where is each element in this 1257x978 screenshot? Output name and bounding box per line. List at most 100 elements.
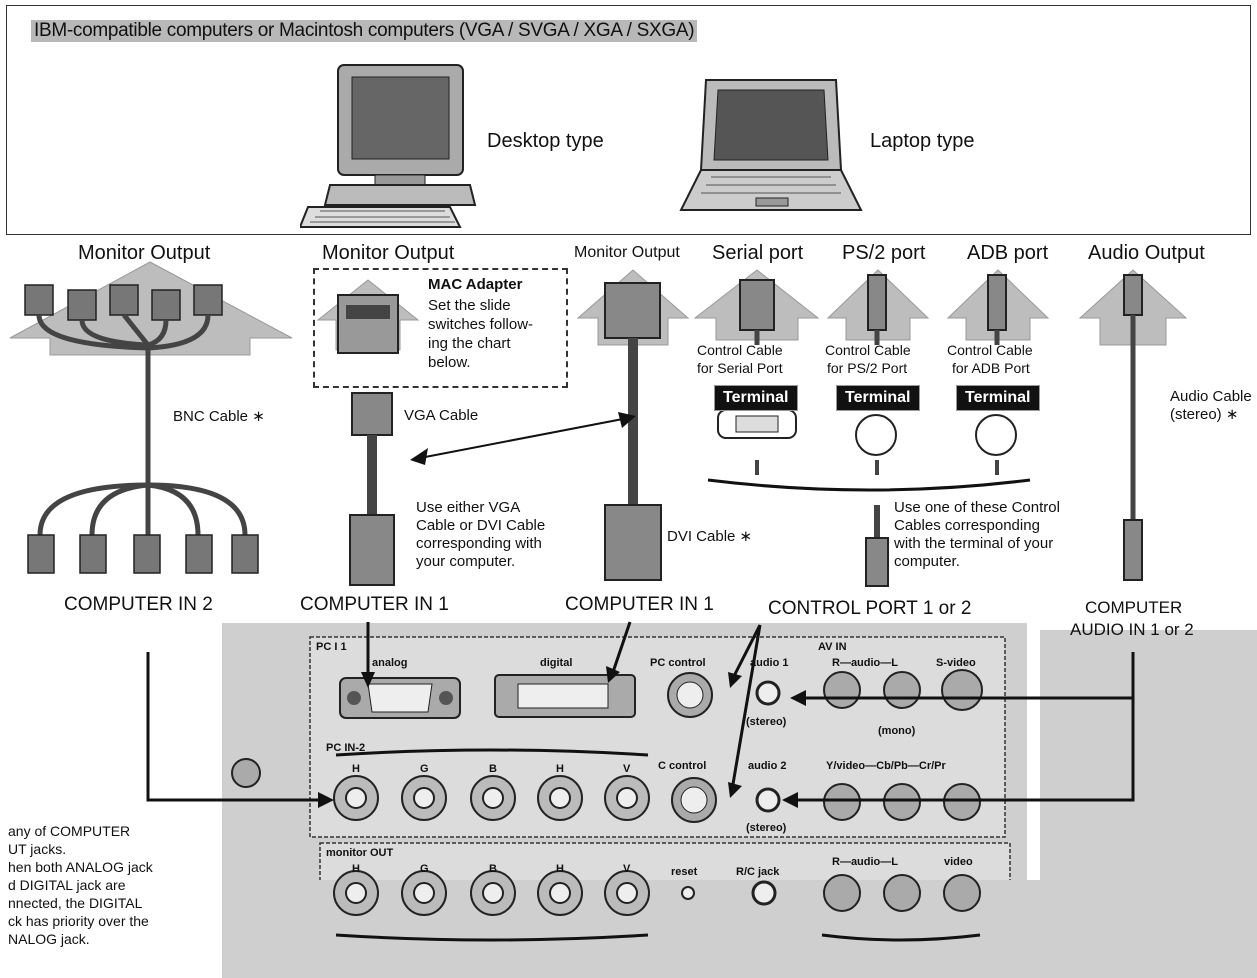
- connection-lines: [146, 621, 1135, 802]
- monitor-out-label: monitor OUT: [326, 847, 394, 859]
- vga-dvi-note-2: Cable or DVI Cable: [416, 517, 546, 534]
- digital-label: digital: [540, 657, 573, 669]
- audio2-jack: [755, 787, 781, 813]
- mono-label: (mono): [878, 725, 916, 737]
- desktop-label: Desktop type: [487, 130, 604, 152]
- audio2-label: audio 2: [748, 760, 787, 772]
- monitor-output-label-1: Monitor Output: [78, 242, 211, 264]
- c-control-label: C control: [658, 760, 707, 772]
- ctrl-adb-label-1: Control Cable: [947, 342, 1033, 358]
- computers-title: IBM-compatible computers or Macintosh co…: [31, 20, 698, 42]
- mac-adapter-line-4: below.: [428, 354, 471, 371]
- ps2-connector: [867, 274, 887, 331]
- mac-adapter-icon: [337, 294, 399, 354]
- ctrl-ps2-label-2: for PS/2 Port: [827, 360, 908, 376]
- dvi-connector-top: [604, 282, 661, 339]
- adb-port-label: ADB port: [967, 242, 1049, 264]
- laptop-computer-icon: [679, 79, 863, 211]
- mac-adapter-title: MAC Adapter: [428, 276, 523, 293]
- vga-dvi-note-1: Use either VGA: [416, 499, 521, 516]
- pc-in2-label: PC IN-2: [326, 742, 366, 754]
- audio1-jack: [755, 680, 781, 706]
- mo-r-label: H: [352, 863, 360, 875]
- vga-cable-label: VGA Cable: [404, 407, 479, 424]
- pc-in2-h-label: H: [352, 763, 360, 775]
- ctrl-adb-label-2: for ADB Port: [952, 360, 1030, 376]
- pc-in2-v-label: V: [623, 763, 631, 775]
- computers-box: [6, 5, 1251, 235]
- pc-in2-b-label: B: [489, 763, 497, 775]
- control-note-1: Use one of these Control: [894, 499, 1060, 516]
- audio-cable-label-1: Audio Cable: [1170, 388, 1252, 405]
- control-plug: [865, 537, 889, 587]
- left-note-2: UT jacks.: [8, 841, 67, 857]
- either-arrow: [419, 417, 629, 459]
- ctrl-serial-label-2: for Serial Port: [697, 360, 783, 376]
- mac-adapter-line-2: switches follow-: [428, 316, 534, 333]
- control-port-label: CONTROL PORT 1 or 2: [768, 598, 972, 619]
- left-note-7: NALOG jack.: [8, 931, 90, 947]
- audio-output-label: Audio Output: [1088, 242, 1205, 264]
- r-audio-l-out-label: R—audio—L: [832, 856, 898, 868]
- left-note-4: d DIGITAL jack are: [8, 877, 126, 893]
- computer-in-2-label: COMPUTER IN 2: [64, 594, 213, 615]
- reset-label: reset: [671, 866, 698, 878]
- mo-h-label: H: [556, 863, 564, 875]
- monitor-output-label-3: Monitor Output: [574, 244, 680, 261]
- serial-connector: [739, 279, 775, 331]
- audio1-label: audio 1: [750, 657, 789, 669]
- serial-terminal-label: Terminal: [715, 386, 797, 410]
- vga-connector-top: [351, 392, 393, 436]
- analog-label: analog: [372, 657, 408, 669]
- control-note-4: computer.: [894, 553, 960, 570]
- ps2-terminal-label: Terminal: [837, 386, 919, 410]
- pc-in2-hh-label: H: [556, 763, 564, 775]
- ctrl-ps2-label-1: Control Cable: [825, 342, 911, 358]
- computer-in-1-label-a: COMPUTER IN 1: [300, 594, 449, 615]
- bnc-source-arrow: [9, 261, 293, 356]
- ctrl-serial-label-1: Control Cable: [697, 342, 783, 358]
- desktop-computer-icon: [300, 64, 477, 228]
- mac-adapter-line-3: ing the chart: [428, 335, 511, 352]
- left-note-3: hen both ANALOG jack: [8, 859, 153, 875]
- left-note-5: nnected, the DIGITAL: [8, 895, 143, 911]
- computer-in-1-label-b: COMPUTER IN 1: [565, 594, 714, 615]
- mac-adapter-line-1: Set the slide: [428, 297, 511, 314]
- mo-b-label: B: [489, 863, 497, 875]
- serial-port-label: Serial port: [712, 242, 804, 264]
- pc-in2-g-label: G: [420, 763, 429, 775]
- audio-plug-top: [1123, 274, 1143, 316]
- rc-jack-label: R/C jack: [736, 866, 780, 878]
- left-note-1: any of COMPUTER: [8, 823, 131, 839]
- video-label: video: [944, 856, 973, 868]
- audio-cable-label-2: (stereo) ∗: [1170, 406, 1239, 423]
- ps2-port-label: PS/2 port: [842, 242, 926, 264]
- pc-in1-label: PC I 1: [316, 641, 347, 653]
- mo-v-label: V: [623, 863, 631, 875]
- control-note-3: with the terminal of your: [894, 535, 1054, 552]
- audio-plug-bottom: [1123, 519, 1143, 581]
- left-note-6: ck has priority over the: [8, 913, 149, 929]
- adb-terminal: [975, 414, 1017, 456]
- mac-adapter-box: [313, 268, 568, 388]
- r-audio-l-label: R—audio—L: [832, 657, 898, 669]
- bnc-top-wires: [36, 313, 248, 536]
- serial-terminal: [717, 409, 797, 439]
- audio-in-label-2: AUDIO IN 1 or 2: [1070, 620, 1194, 639]
- control-note-2: Cables corresponding: [894, 517, 1040, 534]
- yvideo-label: Y/video—Cb/Pb—Cr/Pr: [826, 760, 946, 772]
- dvi-cable-label: DVI Cable ∗: [667, 528, 753, 545]
- av-in-label: AV IN: [818, 641, 847, 653]
- audio-in-label-1: COMPUTER: [1085, 598, 1183, 617]
- monitor-output-label-2: Monitor Output: [322, 242, 455, 264]
- vga-connector-bottom: [349, 514, 395, 586]
- adb-terminal-label: Terminal: [957, 386, 1039, 410]
- pc-control-label: PC control: [650, 657, 706, 669]
- bnc-bottom-connectors: [27, 534, 259, 574]
- stereo1-label: (stereo): [746, 716, 787, 728]
- laptop-label: Laptop type: [870, 130, 975, 152]
- ps2-terminal: [855, 414, 897, 456]
- bnc-cable-label: BNC Cable ∗: [173, 408, 265, 425]
- vga-dvi-note-3: corresponding with: [416, 535, 542, 552]
